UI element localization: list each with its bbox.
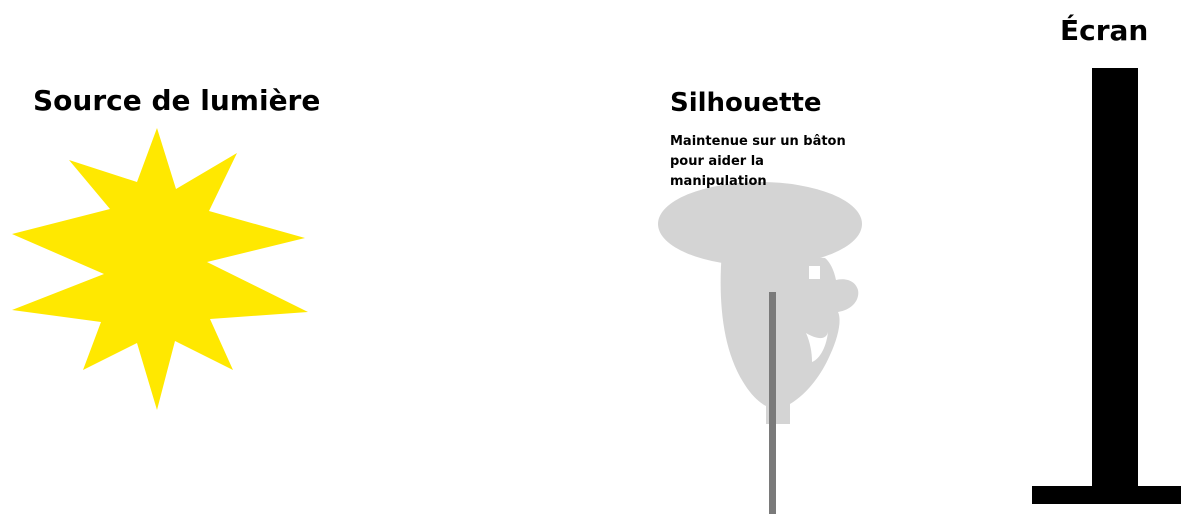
silhouette-face bbox=[721, 250, 859, 424]
silhouette-eye bbox=[809, 266, 820, 279]
screen-title: Écran bbox=[1060, 14, 1148, 47]
silhouette-caption-line: manipulation bbox=[670, 172, 910, 192]
sun-icon bbox=[12, 128, 308, 410]
silhouette-figure bbox=[658, 182, 862, 424]
silhouette-stick bbox=[769, 292, 776, 514]
light-source-title: Source de lumière bbox=[33, 84, 320, 117]
silhouette-caption: Maintenue sur un bâton pour aider la man… bbox=[670, 132, 910, 192]
silhouette-caption-line: pour aider la bbox=[670, 152, 910, 172]
silhouette-caption-line: Maintenue sur un bâton bbox=[670, 132, 910, 152]
silhouette-title: Silhouette bbox=[670, 88, 822, 118]
screen-post bbox=[1092, 68, 1138, 488]
screen-base bbox=[1032, 486, 1181, 504]
